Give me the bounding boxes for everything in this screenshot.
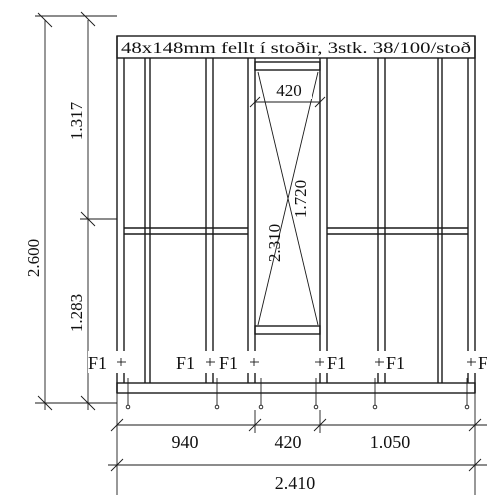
wall-frame	[116, 35, 476, 394]
opening-header-width-label: 420	[276, 81, 302, 100]
bottom-right-width-label: 1.050	[370, 432, 411, 452]
opening-height-label: 2.310	[265, 224, 284, 262]
opening-inner-height-label: 1.720	[291, 180, 310, 218]
opening-sill	[254, 325, 321, 335]
opening-cross-b	[257, 71, 319, 326]
fastener-label-6: F1	[478, 353, 487, 373]
opening-header	[254, 61, 321, 71]
fastener-label-5: F1	[386, 353, 405, 373]
upper-height-label: 1.317	[67, 101, 86, 140]
fastener-label-1: F1	[88, 353, 107, 373]
fastener-label-2: F1	[176, 353, 195, 373]
fastener-label-4: F1	[327, 353, 346, 373]
bottom-mid-width-label: 420	[275, 432, 302, 452]
total-height-label: 2.600	[24, 239, 43, 277]
fastener-label-3: F1	[219, 353, 238, 373]
bottom-plate	[116, 382, 476, 394]
lower-height-label: 1.283	[67, 294, 86, 332]
fastener-markers	[88, 351, 487, 410]
total-width-label: 2.410	[275, 473, 316, 493]
wall-title: 48x148mm fellt í stoðir, 3stk. 38/100/st…	[121, 40, 471, 57]
left-dimensions	[35, 11, 117, 411]
bottom-left-width-label: 940	[172, 432, 199, 452]
bottom-dimensions	[108, 393, 487, 495]
